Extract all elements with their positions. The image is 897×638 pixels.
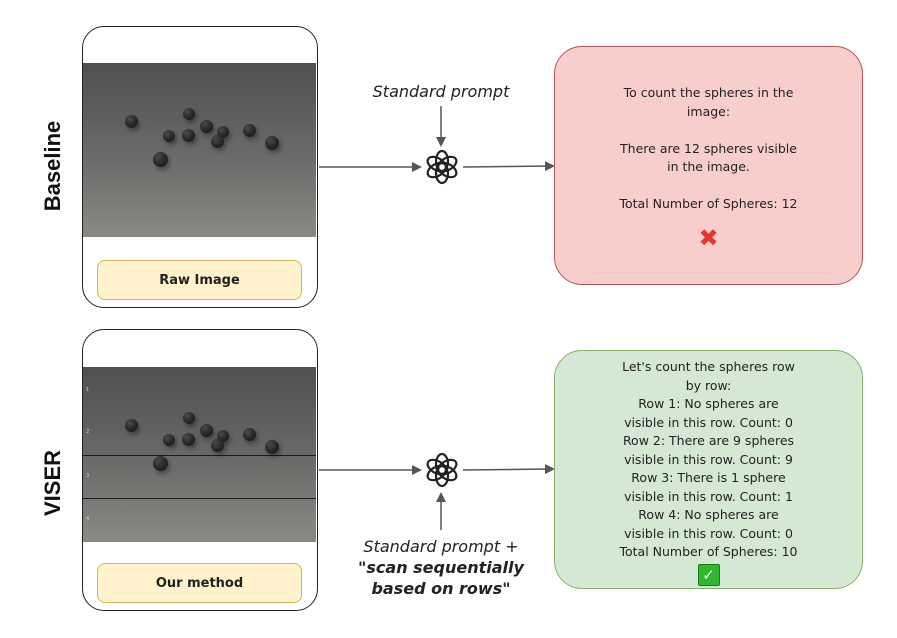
response-line: Row 4: No spheres are [638, 507, 779, 522]
response-line: in the image. [667, 159, 750, 174]
response-line: visible in this row. Count: 0 [624, 525, 793, 541]
response-line: There are 12 spheres visible [620, 140, 797, 156]
sphere [163, 434, 175, 446]
viser-prompt-line-1: Standard prompt + [363, 537, 519, 556]
response-line: Total Number of Spheres: 10 [619, 544, 798, 559]
response-line: Total Number of Spheres: 12 [619, 196, 798, 211]
sphere [211, 439, 224, 452]
viser-prompt-line-3: based on rows" [371, 579, 511, 598]
sphere [243, 124, 256, 137]
sphere [153, 456, 168, 471]
response-line: visible in this row. Count: 9 [624, 451, 793, 467]
baseline-response-box: To count the spheres in the image: There… [554, 46, 863, 285]
response-line: visible in this row. Count: 1 [624, 488, 793, 504]
row-divider [83, 498, 316, 499]
sphere [183, 108, 195, 120]
response-line: image: [686, 103, 731, 119]
sphere [153, 152, 168, 167]
row-number-label: 4 [86, 516, 90, 522]
viser-prompt-line-2: "scan sequentially [358, 558, 524, 577]
sphere [182, 433, 195, 446]
baseline-prompt: Standard prompt [372, 82, 510, 101]
viser-response-box: Let's count the spheres row by row: Row … [554, 350, 863, 589]
response-line: Row 2: There are 9 spheres [622, 433, 795, 448]
raw-image-caption: Raw Image [97, 260, 302, 300]
check-mark-icon: ✓ [697, 563, 720, 586]
sphere [182, 129, 195, 142]
row-number-label: 3 [86, 473, 90, 479]
openai-logo-icon [426, 149, 458, 185]
response-line: Let's count the spheres row [622, 359, 795, 374]
cross-mark-icon: ✖ [698, 223, 719, 252]
sphere [265, 440, 279, 454]
row-number-label: 2 [86, 429, 90, 435]
sphere [211, 135, 224, 148]
our-method-caption: Our method [97, 563, 302, 603]
baseline-image-card: Raw Image [82, 26, 318, 308]
response-line: Row 3: There is 1 sphere [631, 470, 786, 485]
openai-logo-icon [426, 452, 458, 488]
sphere [200, 120, 213, 133]
row-number-label: 1 [86, 387, 90, 393]
raw-sphere-image [83, 63, 316, 237]
row-divider [83, 455, 316, 456]
sphere [183, 412, 195, 424]
sphere [163, 130, 175, 142]
viser-image-card: 1 2 3 4 Our method [82, 329, 318, 611]
sphere [265, 136, 279, 150]
sphere [200, 424, 213, 437]
sphere [125, 115, 138, 128]
sphere [243, 428, 256, 441]
row-annotated-sphere-image: 1 2 3 4 [83, 367, 316, 542]
response-line: Row 1: No spheres are [638, 396, 779, 411]
response-line: To count the spheres in the [623, 85, 794, 100]
model-to-response-arrow [462, 464, 555, 475]
model-to-response-arrow [462, 161, 555, 172]
response-line: by row: [685, 377, 732, 393]
sphere [125, 419, 138, 432]
response-line: visible in this row. Count: 0 [624, 414, 793, 430]
